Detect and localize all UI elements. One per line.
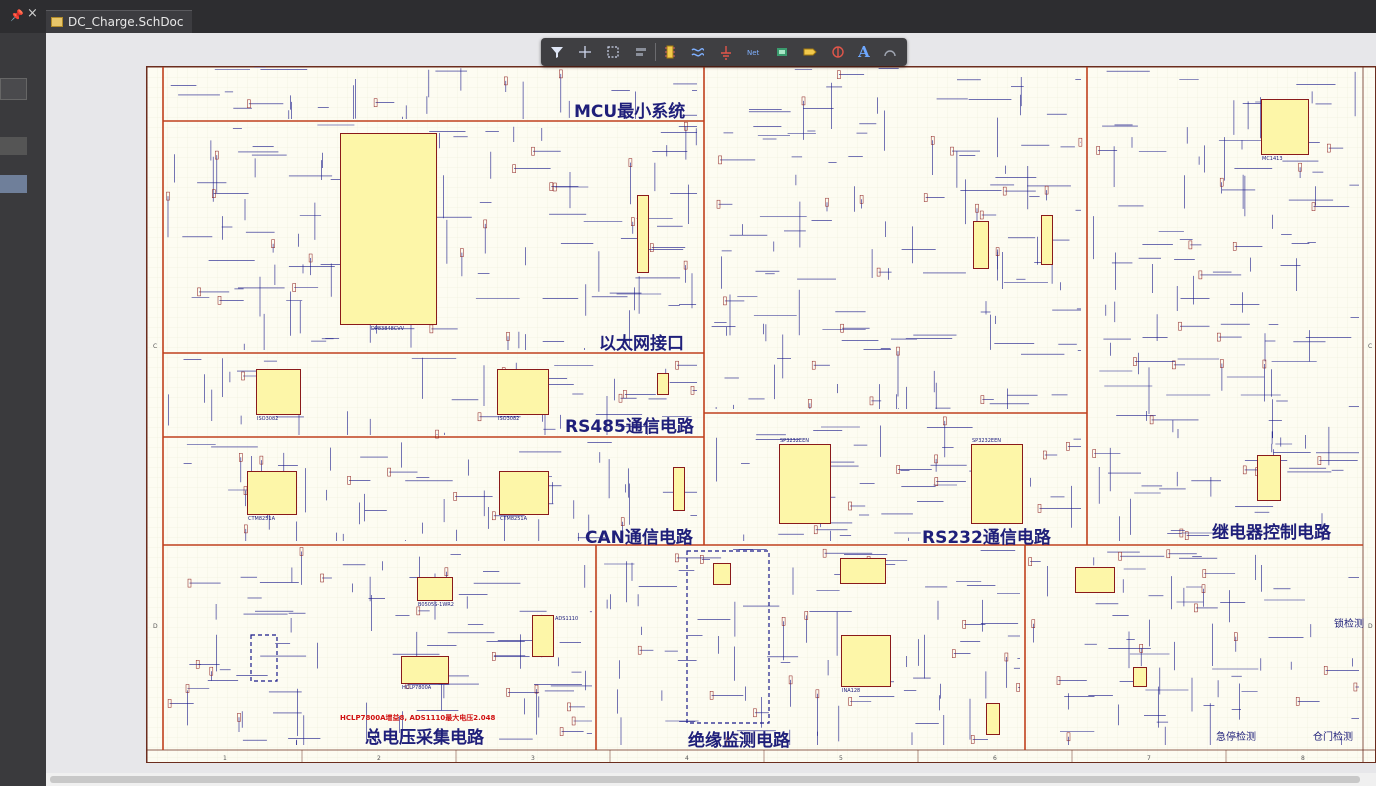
connector-p-mcu[interactable] — [973, 221, 989, 269]
chip-ina-label: INA128 — [842, 688, 861, 694]
grid-row-d: D — [153, 623, 158, 630]
section-title-can: CAN通信电路 — [585, 528, 693, 548]
chip-rs485-b[interactable]: ISO3082 — [497, 369, 549, 422]
no-erc-icon[interactable] — [828, 42, 848, 62]
chip-hclp-label: HCLP7800A — [402, 685, 432, 691]
harness-icon[interactable] — [772, 42, 792, 62]
design-note: HCLP7800A增益8, ADS1110最大电压2.048 — [340, 714, 496, 722]
chip-relay-driver[interactable]: MC1413 — [1261, 99, 1309, 162]
connector-insulation[interactable] — [986, 703, 1000, 735]
chip-can-b[interactable]: CTM8251A — [499, 471, 549, 522]
scrollbar-thumb[interactable] — [50, 776, 1360, 783]
active-bar-toolbar: Net A — [541, 38, 907, 66]
section-title-door: 仓门检测 — [1313, 732, 1353, 743]
power-port-icon[interactable] — [716, 42, 736, 62]
section-title-insulation: 绝缘监测电路 — [688, 731, 790, 751]
chip-relay-driver-label: MC1413 — [1262, 156, 1283, 162]
chip-hclp[interactable]: HCLP7800A — [401, 656, 449, 691]
connector-can[interactable] — [673, 467, 685, 511]
select-rect-icon[interactable] — [603, 42, 623, 62]
connector-rj45[interactable] — [637, 195, 649, 273]
connector-relay[interactable] — [1257, 455, 1281, 501]
align-icon[interactable] — [631, 42, 651, 62]
grid-col-6: 6 — [993, 755, 997, 762]
place-part-icon[interactable] — [660, 42, 680, 62]
grid-col-1: 1 — [223, 755, 227, 762]
grid-row-c: C — [153, 343, 158, 350]
schematic-workspace[interactable]: MCU最小系统 以太网接口 RS485通信电路 CAN通信电路 RS232通信电… — [46, 33, 1376, 773]
grid-col-4: 4 — [685, 755, 689, 762]
section-title-mcu: MCU最小系统 — [574, 102, 686, 122]
chip-dp83848-label: DP83848CVV — [371, 326, 405, 332]
text-icon[interactable]: A — [858, 43, 870, 61]
chip-b0505-insulation[interactable] — [840, 558, 886, 584]
document-tab-label: DC_Charge.SchDoc — [68, 15, 184, 29]
connector-io[interactable] — [1133, 667, 1147, 687]
section-title-voltage: 总电压采集电路 — [365, 728, 484, 748]
chip-can-a[interactable]: CTM8251A — [247, 471, 297, 522]
grid-col-7: 7 — [1147, 755, 1151, 762]
schematic-sheet[interactable]: MCU最小系统 以太网接口 RS485通信电路 CAN通信电路 RS232通信电… — [146, 66, 1376, 763]
chip-rs485-a-label: ISO3082 — [257, 416, 279, 422]
chip-dp83848[interactable]: DP83848CVV — [340, 133, 437, 332]
chip-rs485-b-label: ISO3082 — [498, 416, 520, 422]
panel-row[interactable] — [0, 137, 27, 155]
net-label-icon[interactable]: Net — [744, 42, 764, 62]
chip-b0505-label: B0505S-1WR2 — [418, 602, 454, 608]
chip-opto-insulation[interactable] — [713, 563, 731, 585]
section-title-rs232: RS232通信电路 — [922, 528, 1051, 548]
crosshair-icon[interactable] — [575, 42, 595, 62]
panel-field[interactable] — [0, 78, 27, 100]
filter-icon[interactable] — [547, 42, 567, 62]
connector-p-swd[interactable] — [1041, 215, 1053, 265]
port-icon[interactable] — [800, 42, 820, 62]
panel-row-selected[interactable] — [0, 175, 27, 193]
chip-rs232-a[interactable]: SP3232EEN — [779, 438, 831, 524]
horizontal-scrollbar[interactable] — [46, 773, 1376, 786]
chip-b0505[interactable]: B0505S-1WR2 — [417, 577, 454, 608]
chip-ads1110-label: ADS1110 — [555, 616, 579, 622]
close-icon[interactable]: × — [27, 6, 38, 21]
pin-icon[interactable]: 📌 — [10, 9, 24, 22]
chip-rs232-b[interactable]: SP3232EEN — [971, 438, 1023, 524]
svg-text:Net: Net — [747, 49, 760, 57]
section-title-rs485: RS485通信电路 — [565, 417, 694, 437]
left-panel — [0, 33, 46, 786]
chip-rs232-a-label: SP3232EEN — [780, 438, 809, 444]
section-title-ethernet: 以太网接口 — [599, 334, 684, 354]
grid-col-3: 3 — [531, 755, 535, 762]
chip-rs485-a[interactable]: ISO3082 — [256, 369, 301, 422]
grid-col-2: 2 — [377, 755, 381, 762]
chip-ina[interactable]: INA128 — [841, 635, 891, 694]
document-tab-bar: 📌 × DC_Charge.SchDoc — [0, 0, 1376, 34]
chip-b0505-io[interactable] — [1075, 567, 1115, 593]
chip-can-b-label: CTM8251A — [500, 516, 528, 522]
wire-icon[interactable] — [688, 42, 708, 62]
chip-can-a-label: CTM8251A — [248, 516, 276, 522]
grid-row-d-right: D — [1368, 623, 1373, 630]
schematic-doc-icon — [51, 17, 63, 27]
section-title-estop: 急停检测 — [1216, 732, 1256, 743]
schematic-drawing — [147, 67, 1375, 762]
section-title-relay: 继电器控制电路 — [1212, 523, 1331, 543]
grid-col-8: 8 — [1301, 755, 1305, 762]
grid-row-c-right: C — [1368, 343, 1373, 350]
document-tab[interactable]: DC_Charge.SchDoc — [46, 10, 192, 34]
chip-rs232-b-label: SP3232EEN — [972, 438, 1001, 444]
grid-col-5: 5 — [839, 755, 843, 762]
arc-icon[interactable] — [880, 42, 900, 62]
section-title-lock: 锁检测 — [1334, 619, 1364, 630]
connector-rs485[interactable] — [657, 373, 669, 395]
chip-ads1110[interactable]: ADS1110 — [532, 615, 578, 657]
